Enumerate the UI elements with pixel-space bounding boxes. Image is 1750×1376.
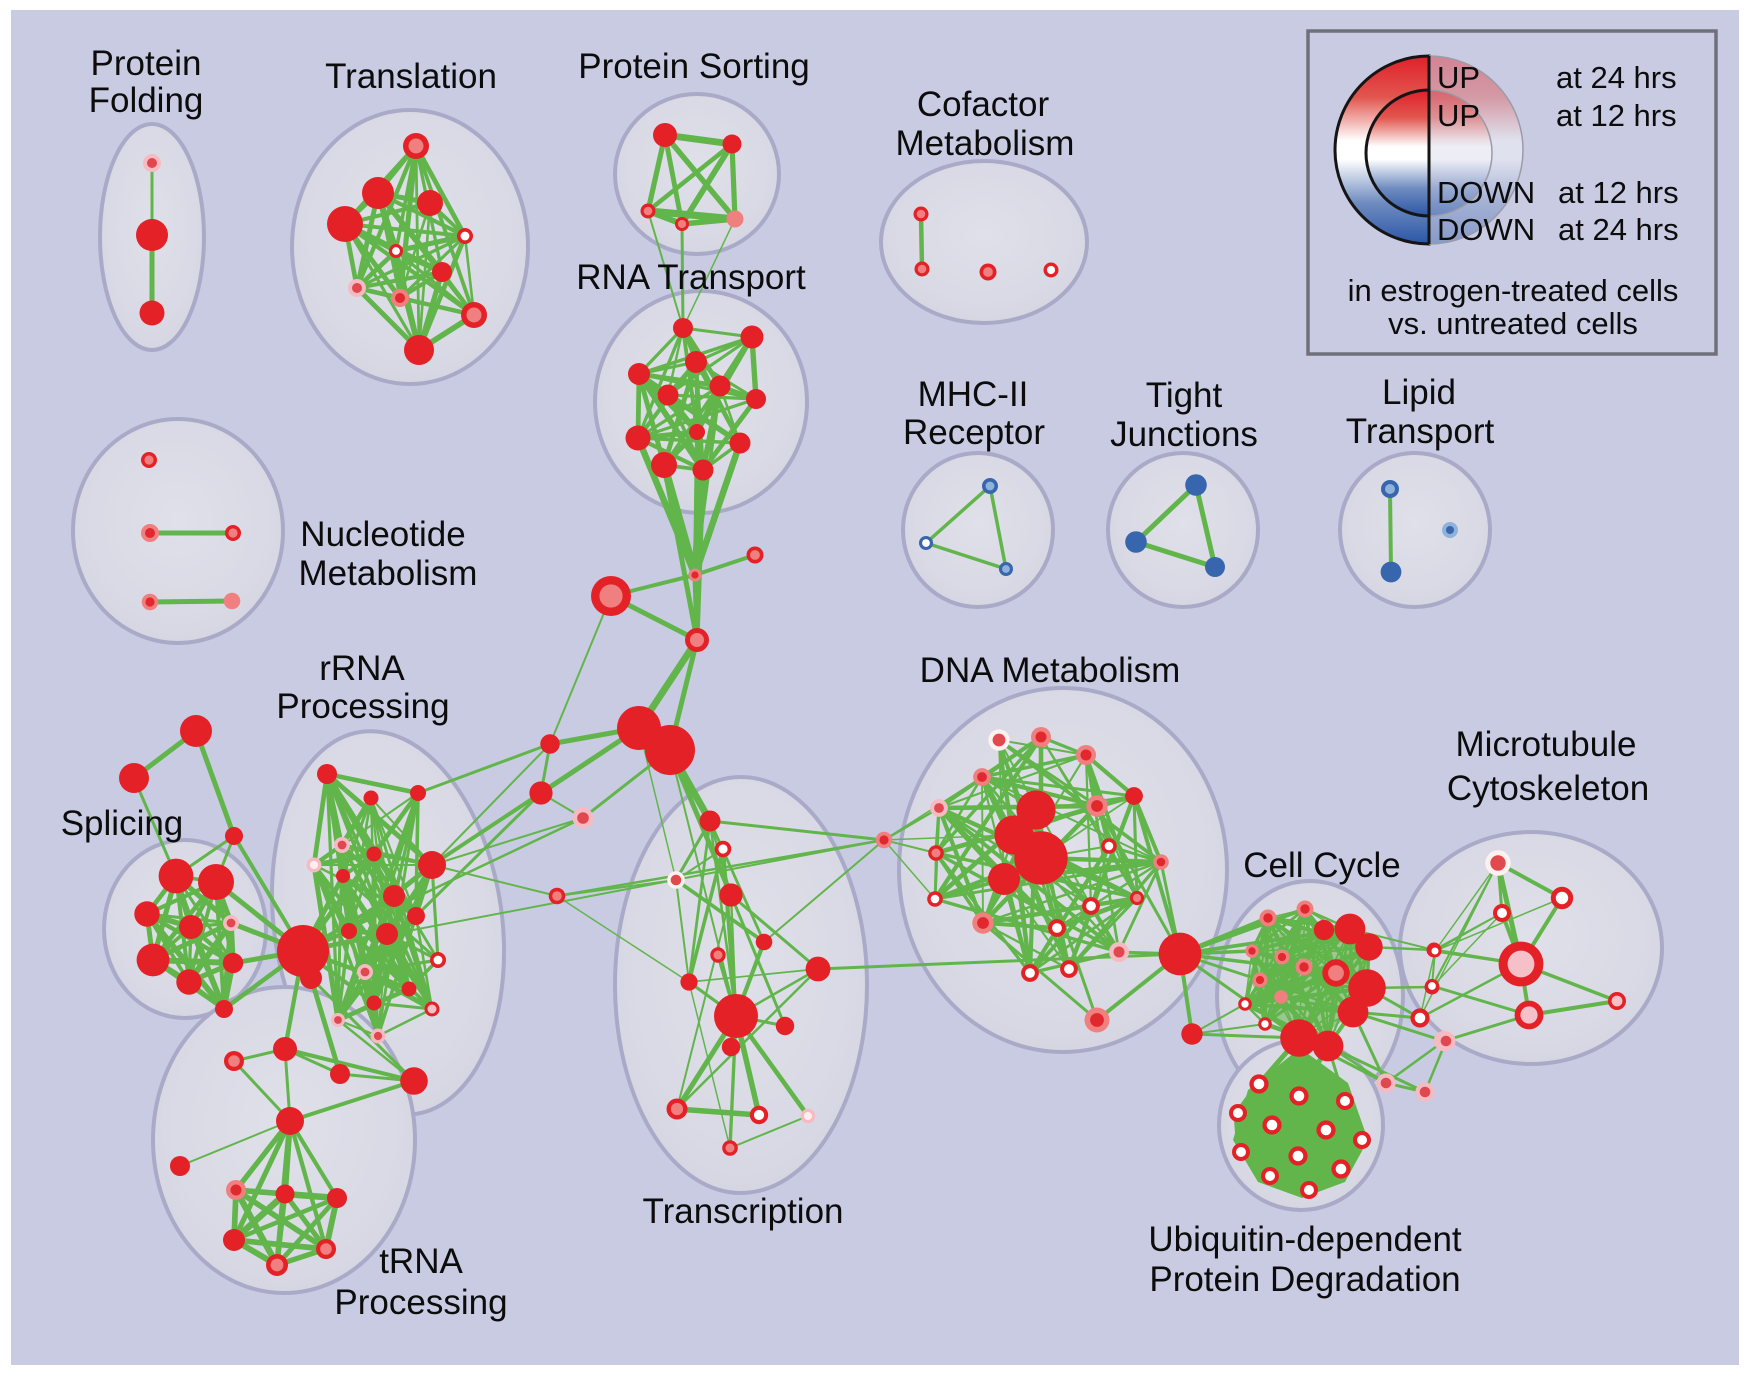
svg-text:Protein Sorting: Protein Sorting (578, 47, 810, 86)
svg-text:UP: UP (1437, 60, 1480, 95)
svg-text:vs. untreated cells: vs. untreated cells (1388, 306, 1638, 341)
svg-text:at 12 hrs: at 12 hrs (1556, 98, 1677, 133)
svg-text:MHC-II: MHC-II (918, 375, 1029, 414)
svg-text:Translation: Translation (325, 57, 497, 96)
svg-text:Processing: Processing (276, 687, 449, 726)
svg-text:at 24 hrs: at 24 hrs (1556, 60, 1677, 95)
svg-text:Lipid: Lipid (1382, 373, 1456, 412)
svg-text:Tight: Tight (1146, 376, 1223, 415)
svg-text:Processing: Processing (334, 1283, 507, 1322)
svg-text:at 12 hrs: at 12 hrs (1558, 175, 1679, 210)
svg-text:Junctions: Junctions (1110, 415, 1258, 454)
svg-text:Ubiquitin-dependent: Ubiquitin-dependent (1148, 1220, 1462, 1259)
svg-text:Metabolism: Metabolism (299, 554, 478, 593)
svg-text:Folding: Folding (89, 81, 204, 120)
svg-text:Protein: Protein (91, 44, 202, 83)
svg-text:Cofactor: Cofactor (917, 85, 1050, 124)
svg-text:rRNA: rRNA (319, 649, 405, 688)
svg-text:in estrogen-treated cells: in estrogen-treated cells (1348, 273, 1679, 308)
svg-text:Microtubule: Microtubule (1456, 725, 1637, 764)
svg-text:DOWN: DOWN (1437, 212, 1535, 247)
svg-text:Metabolism: Metabolism (896, 124, 1075, 163)
svg-text:RNA Transport: RNA Transport (576, 258, 806, 297)
svg-text:at 24 hrs: at 24 hrs (1558, 212, 1679, 247)
svg-text:UP: UP (1437, 98, 1480, 133)
svg-text:Receptor: Receptor (903, 413, 1045, 452)
svg-text:Transcription: Transcription (643, 1192, 844, 1231)
svg-text:Splicing: Splicing (61, 804, 184, 843)
svg-text:Nucleotide: Nucleotide (300, 515, 465, 554)
svg-text:DOWN: DOWN (1437, 175, 1535, 210)
svg-text:tRNA: tRNA (379, 1242, 463, 1281)
svg-text:Cytoskeleton: Cytoskeleton (1447, 769, 1649, 808)
svg-text:Protein Degradation: Protein Degradation (1149, 1260, 1460, 1299)
svg-text:Transport: Transport (1346, 412, 1495, 451)
svg-text:Cell Cycle: Cell Cycle (1243, 846, 1401, 885)
svg-text:DNA Metabolism: DNA Metabolism (920, 651, 1181, 690)
